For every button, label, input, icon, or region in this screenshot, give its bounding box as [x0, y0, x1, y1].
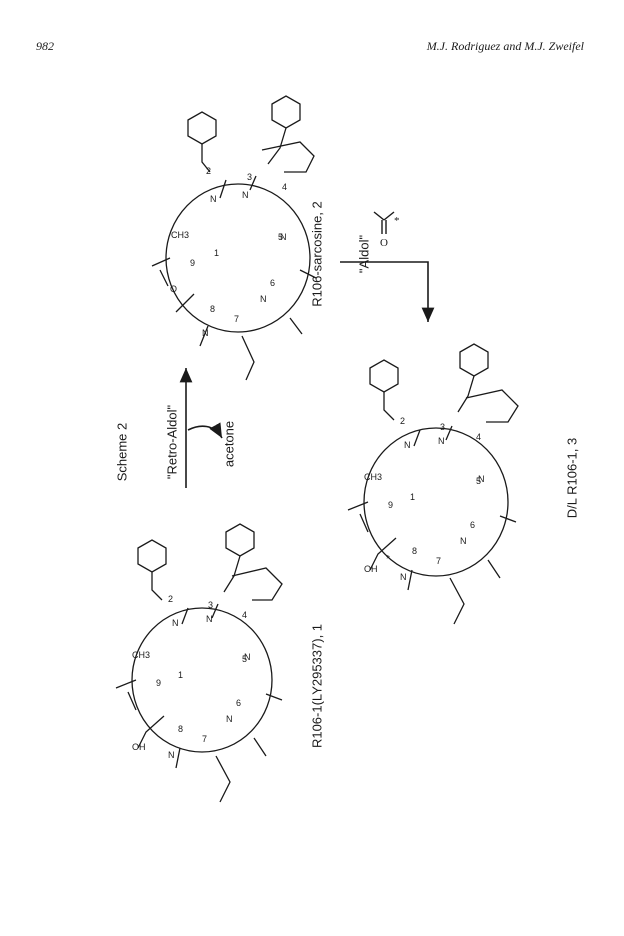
svg-text:N: N [172, 618, 179, 628]
svg-text:5: 5 [278, 232, 283, 242]
svg-text:N: N [438, 436, 445, 446]
svg-text:N: N [210, 194, 217, 204]
svg-text:4: 4 [282, 182, 287, 192]
svg-text:8: 8 [210, 304, 215, 314]
retro-aldol-arrow [179, 368, 223, 488]
svg-text:3: 3 [440, 422, 445, 432]
svg-text:N: N [460, 536, 467, 546]
compound-1-structure: CH3 1 9 2 3 4 5 6 7 8 OH N N N N N [115, 523, 283, 803]
svg-text:N: N [168, 750, 175, 760]
svg-text:CH3: CH3 [364, 472, 382, 482]
svg-text:9: 9 [190, 258, 195, 268]
svg-text:7: 7 [202, 734, 207, 744]
svg-text:5: 5 [476, 476, 481, 486]
svg-text:CH3: CH3 [132, 650, 150, 660]
svg-text:3: 3 [208, 600, 213, 610]
running-header-authors: M.J. Rodriguez and M.J. Zweifel [426, 39, 584, 53]
svg-text:1: 1 [178, 670, 183, 680]
svg-text:N: N [260, 294, 267, 304]
svg-text:O: O [380, 237, 388, 249]
svg-text:2: 2 [168, 594, 173, 604]
svg-text:N: N [242, 190, 249, 200]
svg-text:N: N [404, 440, 411, 450]
svg-text:*: * [386, 554, 390, 565]
svg-text:4: 4 [476, 432, 481, 442]
acetone-structure-icon: O * [373, 211, 400, 249]
svg-text:2: 2 [400, 416, 405, 426]
svg-text:5: 5 [242, 654, 247, 664]
svg-text:*: * [394, 215, 400, 227]
svg-text:8: 8 [178, 724, 183, 734]
svg-text:N: N [400, 572, 407, 582]
svg-text:N: N [202, 328, 209, 338]
svg-text:O: O [170, 284, 177, 294]
svg-text:6: 6 [270, 278, 275, 288]
svg-text:7: 7 [436, 556, 441, 566]
svg-text:N: N [206, 614, 213, 624]
compound-2-structure: CH3 1 9 2 3 4 5 6 7 8 N N N N N O [151, 95, 317, 381]
svg-text:N: N [226, 714, 233, 724]
svg-text:N: N [280, 232, 287, 242]
svg-text:2: 2 [206, 166, 211, 176]
svg-text:7: 7 [234, 314, 239, 324]
svg-text:3: 3 [247, 172, 252, 182]
compound-3-structure: CH3 1 9 2 3 4 5 6 7 8 OH * N N N N N [347, 343, 519, 625]
svg-text:1: 1 [410, 492, 415, 502]
page-number: 982 [36, 39, 54, 53]
svg-text:6: 6 [470, 520, 475, 530]
svg-text:4: 4 [242, 610, 247, 620]
svg-text:1: 1 [214, 248, 219, 258]
svg-text:OH: OH [132, 742, 146, 752]
svg-text:CH3: CH3 [171, 230, 189, 240]
svg-text:9: 9 [156, 678, 161, 688]
svg-text:8: 8 [412, 546, 417, 556]
aldol-arrow [340, 261, 435, 322]
svg-text:OH: OH [364, 564, 378, 574]
svg-text:6: 6 [236, 698, 241, 708]
svg-text:N: N [244, 652, 251, 662]
svg-text:9: 9 [388, 500, 393, 510]
svg-text:N: N [478, 474, 485, 484]
